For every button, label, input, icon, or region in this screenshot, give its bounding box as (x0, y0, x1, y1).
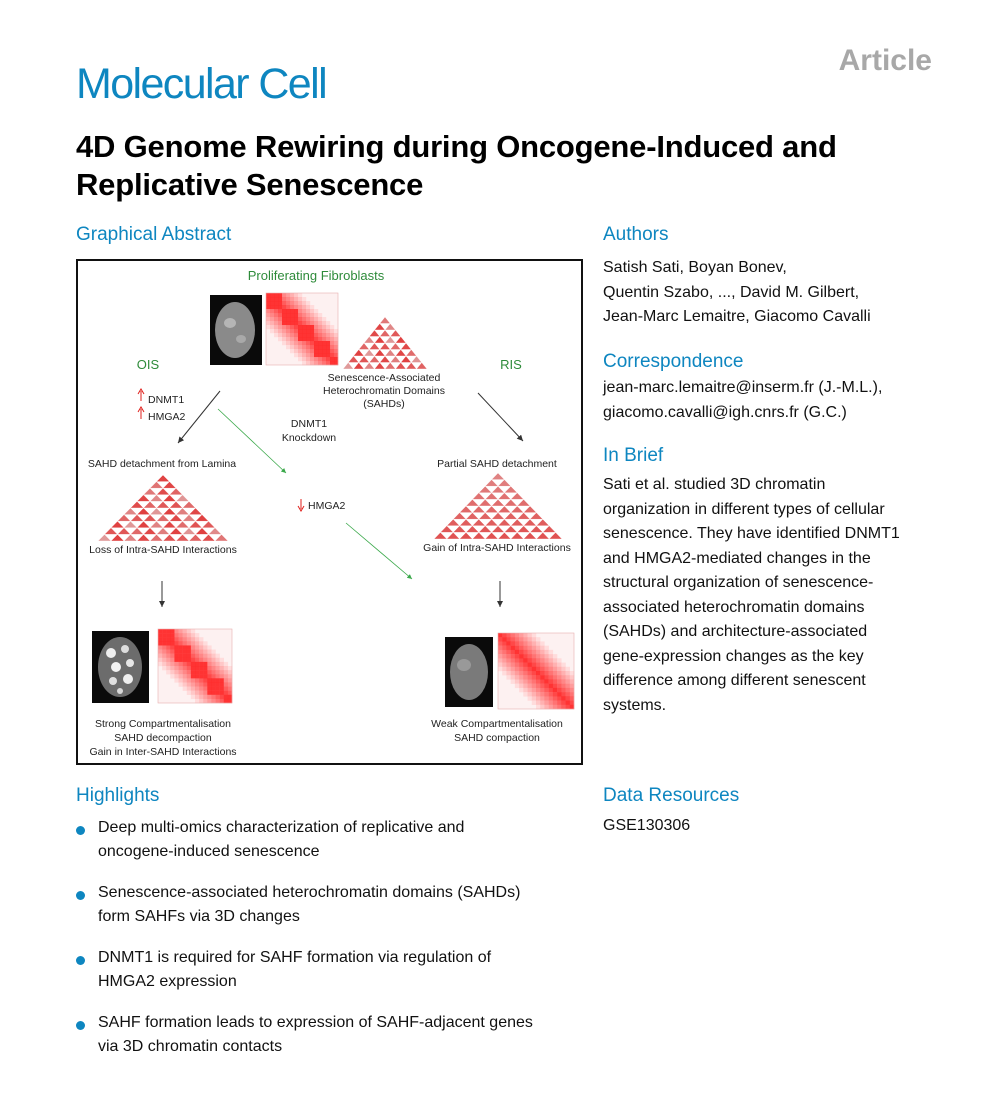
in-brief-line: associated heterochromatin domains (603, 598, 865, 616)
label-dnmt1-up: DNMT1 (148, 394, 184, 406)
highlight-item: Senescence-associated heterochromatin do… (76, 881, 596, 929)
accession-id[interactable]: GSE130306 (603, 817, 691, 834)
nucleus-image-top (210, 295, 262, 365)
triangle-sahd-ois (97, 474, 229, 542)
highlights-list: Deep multi-omics characterization of rep… (76, 816, 596, 1076)
article-title: 4D Genome Rewiring during Oncogene-Induc… (76, 129, 837, 202)
in-brief-line: difference among different senescent (603, 672, 866, 689)
label-proliferating: Proliferating Fibroblasts (248, 268, 385, 283)
highlight-item: Deep multi-omics characterization of rep… (76, 816, 596, 864)
nucleus-image-ris (445, 637, 493, 707)
label-right-gain: Gain of Intra-SAHD Interactions (423, 542, 571, 554)
label-left-bottom-2: SAHD decompaction (114, 732, 212, 744)
label-left-bottom-1: Strong Compartmentalisation (95, 718, 231, 730)
in-brief-line: structural organization of senescence- (603, 574, 874, 591)
highlight-line: form SAHFs via 3D changes (98, 908, 300, 925)
label-hmga2-up: HMGA2 (148, 411, 186, 423)
correspondence-heading: Correspondence (603, 351, 744, 372)
nucleus-image-ois (92, 631, 149, 703)
label-sahd-3: (SAHDs) (363, 398, 404, 410)
down-arrow-icon (297, 499, 305, 512)
label-left-detach: SAHD detachment from Lamina (88, 458, 236, 470)
graphical-abstract-figure: Proliferating Fibroblasts OIS RIS Senesc… (76, 259, 583, 765)
bullet-icon (76, 826, 85, 835)
label-left-loss: Loss of Intra-SAHD Interactions (89, 544, 237, 556)
green-arrow-upper (217, 408, 287, 474)
bullet-icon (76, 1021, 85, 1030)
label-left-bottom-3: Gain in Inter-SAHD Interactions (89, 746, 236, 758)
up-arrow-icon (137, 388, 145, 401)
in-brief-line: systems. (603, 696, 667, 714)
correspondence-block: jean-marc.lemaitre@inserm.fr (J.-M.L.), … (603, 376, 983, 425)
authors-list: Satish Sati, Boyan Bonev, Quentin Szabo,… (603, 256, 983, 330)
label-sahd-2: Heterochromatin Domains (323, 385, 445, 397)
journal-name: Molecular Cell (76, 60, 328, 108)
arrow-to-ris (477, 392, 524, 442)
highlight-line: DNMT1 is required for SAHF formation via… (98, 949, 492, 966)
label-right-bottom-2: SAHD compaction (454, 732, 540, 744)
data-resources-heading: Data Resources (603, 785, 740, 806)
in-brief-line: senescence. They have identified DNMT1 (603, 525, 900, 542)
up-arrow-icon (137, 406, 145, 419)
bullet-icon (76, 891, 85, 900)
in-brief-text: Sati et al. studied 3D chromatin organiz… (603, 473, 983, 718)
label-right-bottom-1: Weak Compartmentalisation (431, 718, 563, 730)
in-brief-line: organization in different types of cellu… (603, 500, 885, 518)
in-brief-line: and HMGA2-mediated changes in the (603, 549, 871, 567)
heatmap-ois (157, 628, 233, 704)
article-type-label: Article (838, 44, 932, 77)
in-brief-heading: In Brief (603, 445, 664, 466)
label-hmga2-down: HMGA2 (308, 500, 346, 512)
authors-heading: Authors (603, 224, 669, 245)
highlight-line: HMGA2 expression (98, 973, 237, 990)
email-link[interactable]: giacomo.cavalli@igh.cnrs.fr (G.C.) (603, 403, 847, 421)
in-brief-line: gene-expression changes as the key (603, 647, 864, 665)
triangle-sahd-ris (433, 472, 563, 540)
arrow-to-ois (177, 390, 221, 444)
bullet-icon (76, 956, 85, 965)
highlight-item: SAHF formation leads to expression of SA… (76, 1011, 596, 1059)
graphical-abstract-svg: Proliferating Fibroblasts OIS RIS Senesc… (88, 268, 575, 758)
label-knockdown-1: DNMT1 (291, 418, 327, 430)
label-ois: OIS (137, 357, 160, 372)
highlight-line: SAHF formation leads to expression of SA… (98, 1014, 533, 1031)
in-brief-line: (SAHDs) and architecture-associated (603, 623, 868, 640)
label-ris: RIS (500, 357, 522, 372)
heatmap-top (265, 292, 339, 366)
author-line: Jean-Marc Lemaitre, Giacomo Cavalli (603, 308, 871, 325)
highlight-line: Deep multi-omics characterization of rep… (98, 819, 465, 836)
highlight-line: via 3D chromatin contacts (98, 1038, 283, 1055)
graphical-abstract-heading: Graphical Abstract (76, 224, 232, 245)
author-line: Quentin Szabo, ..., David M. Gilbert, (603, 283, 860, 301)
author-line: Satish Sati, Boyan Bonev, (603, 259, 787, 276)
highlight-line: Senescence-associated heterochromatin do… (98, 884, 521, 901)
highlight-line: oncogene-induced senescence (98, 843, 320, 860)
triangle-sahd-top (342, 316, 428, 370)
label-sahd-1: Senescence-Associated (328, 372, 441, 384)
label-knockdown-2: Knockdown (282, 432, 336, 444)
heatmap-ris (497, 632, 575, 710)
in-brief-line: Sati et al. studied 3D chromatin (603, 476, 826, 493)
green-arrow-lower (345, 522, 413, 580)
email-link[interactable]: jean-marc.lemaitre@inserm.fr (J.-M.L.), (603, 379, 883, 396)
highlights-heading: Highlights (76, 785, 160, 806)
label-right-detach: Partial SAHD detachment (437, 458, 557, 470)
highlight-item: DNMT1 is required for SAHF formation via… (76, 946, 596, 994)
